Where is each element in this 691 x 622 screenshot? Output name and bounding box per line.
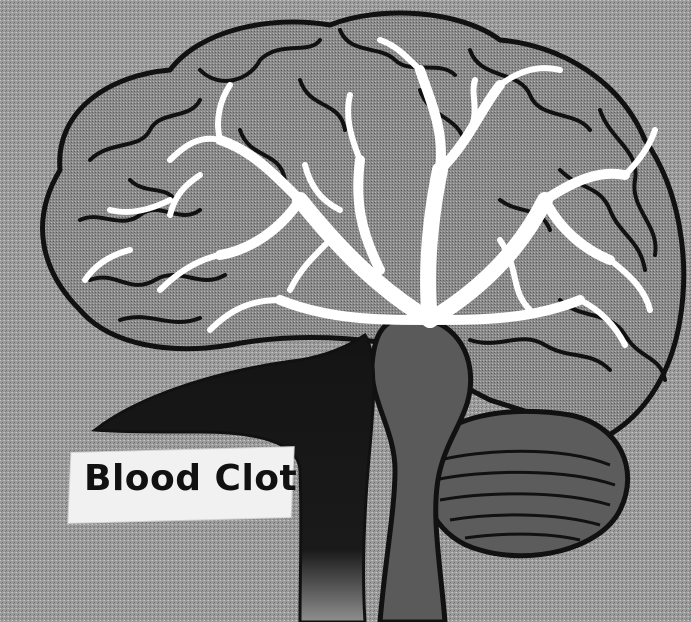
blood-clot-label: Blood Clot	[84, 458, 297, 499]
